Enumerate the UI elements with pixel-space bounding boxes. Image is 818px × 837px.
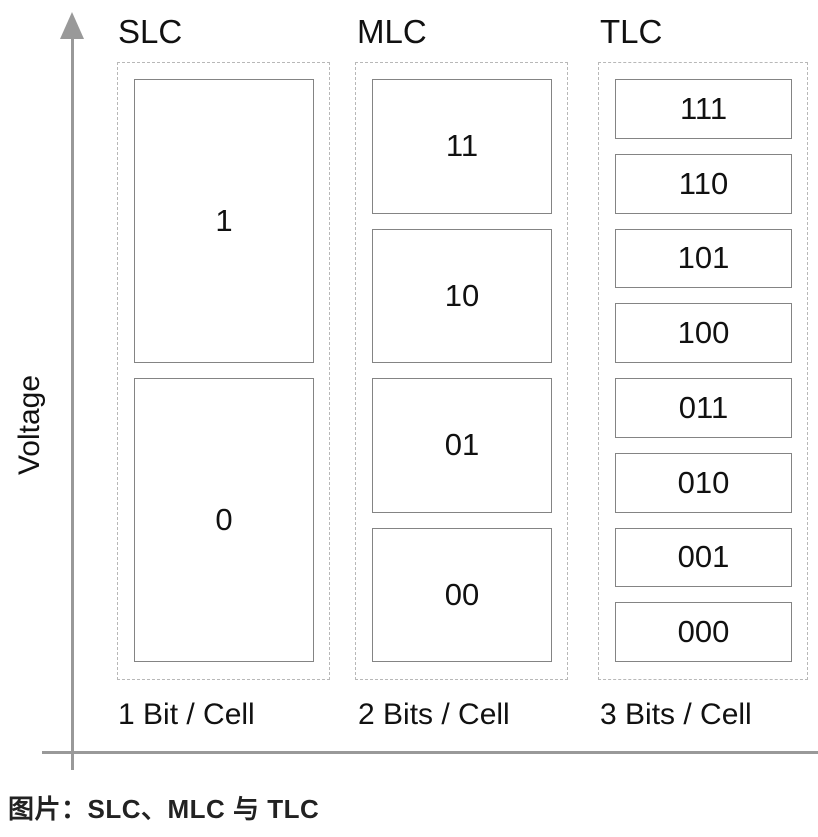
- tlc-bits-per-cell-label: 3 Bits / Cell: [600, 698, 752, 731]
- tlc-cell-column: 111 110 101 100 011 010 001 000: [598, 62, 808, 680]
- slc-cell-column: 1 0: [117, 62, 330, 680]
- cell-state-box: 011: [615, 378, 792, 438]
- cell-state-box: 10: [372, 228, 552, 363]
- cell-state-box: 0: [134, 378, 314, 662]
- voltage-axis-line: [71, 36, 74, 770]
- mlc-cell-column: 11 10 01 00: [355, 62, 568, 680]
- mlc-column-title: MLC: [357, 13, 427, 50]
- slc-column-title: SLC: [118, 13, 183, 50]
- figure-caption: 图片：SLC、MLC 与 TLC: [8, 794, 320, 824]
- baseline-axis-line: [42, 751, 818, 754]
- up-arrowhead-icon: [60, 12, 84, 39]
- cell-state-box: 01: [372, 378, 552, 513]
- cell-state-box: 110: [615, 153, 792, 214]
- cell-state-box: 111: [615, 79, 792, 139]
- cell-state-box: 000: [615, 602, 792, 662]
- cell-state-box: 010: [615, 452, 792, 513]
- cell-state-box: 00: [372, 527, 552, 662]
- cell-state-box: 100: [615, 303, 792, 363]
- cell-state-box: 11: [372, 79, 552, 214]
- voltage-axis-label: Voltage: [13, 374, 46, 476]
- mlc-bits-per-cell-label: 2 Bits / Cell: [358, 698, 510, 731]
- cell-state-box: 001: [615, 527, 792, 588]
- cell-state-box: 101: [615, 228, 792, 289]
- slc-bits-per-cell-label: 1 Bit / Cell: [118, 698, 255, 731]
- tlc-column-title: TLC: [600, 13, 663, 50]
- cell-state-box: 1: [134, 79, 314, 363]
